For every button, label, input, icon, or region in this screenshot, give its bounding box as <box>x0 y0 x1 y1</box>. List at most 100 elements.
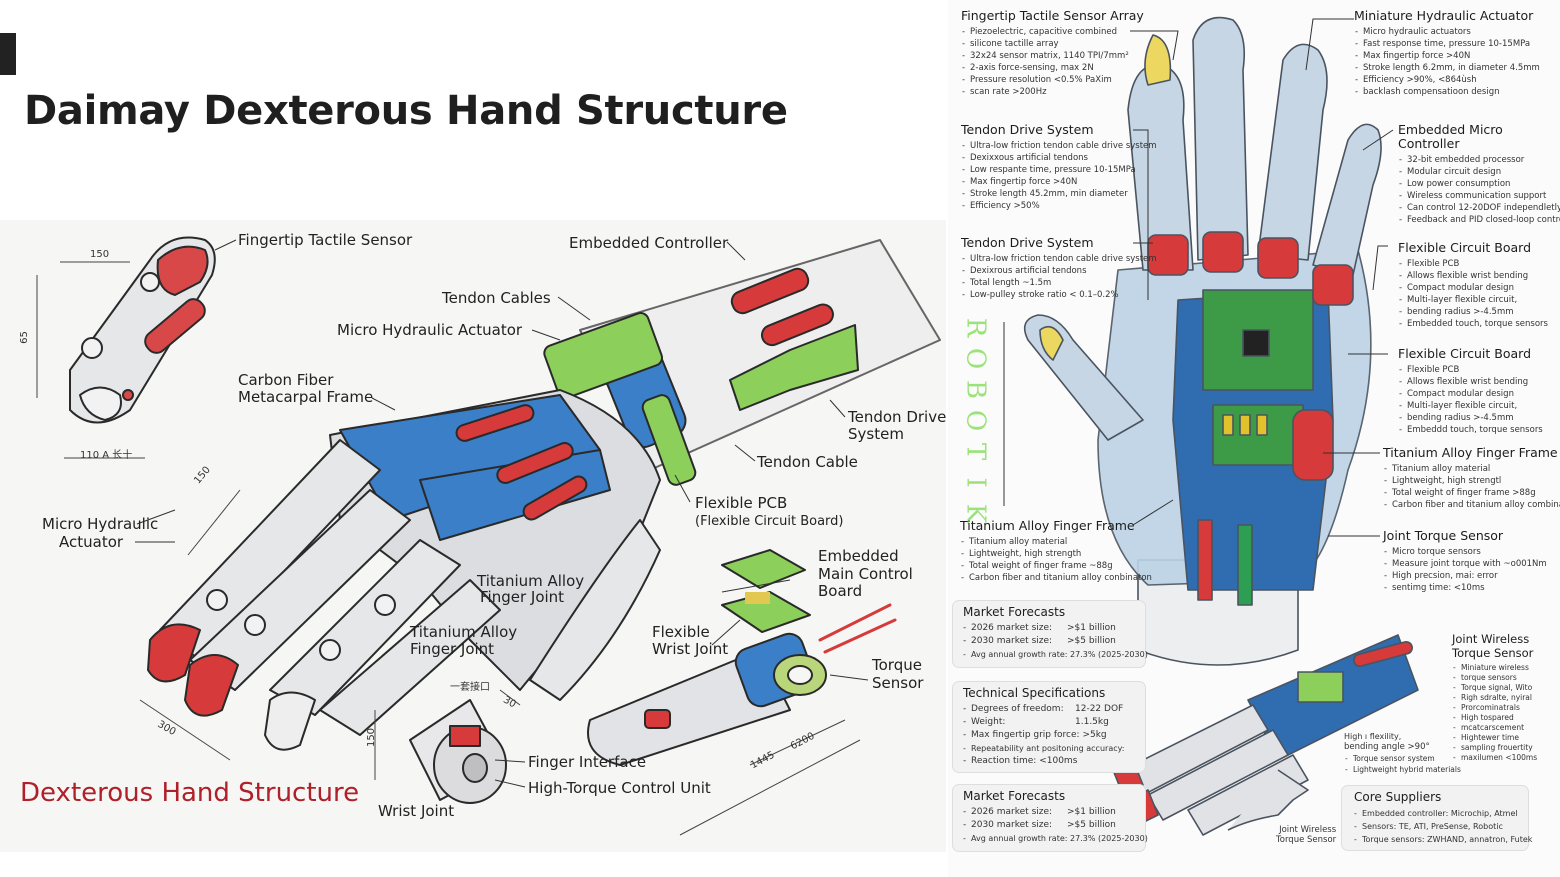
list-item: Total weight of finger frame >88g <box>1383 487 1560 499</box>
list-item: Low power consumption <box>1398 178 1560 190</box>
label-wrist-joint: Wrist Joint <box>378 802 455 820</box>
finger-detail <box>69 236 216 424</box>
kv-key: Repeatability ant positoning accuracy: <box>971 744 1125 753</box>
kv-row: Weight:1.1.5kg <box>963 716 1145 729</box>
kv-key: Avg annual growth rate: <box>971 834 1068 843</box>
kv-key: Torque sensors: <box>1362 835 1425 844</box>
section-title: Titanium Alloy Finger Frame <box>1383 445 1558 460</box>
callout-line: Torque Sensor <box>1276 835 1337 845</box>
kv-row: Degrees of freedom: 12-22 DOF <box>963 703 1145 716</box>
kv-row: Sensors: TE, ATI, PreSense, Robotic <box>1354 820 1528 833</box>
list-item: Torque signal, Wito <box>1452 683 1537 693</box>
label-micro-hydraulic-left-1: Micro Hydraulic <box>42 515 159 533</box>
label-carbon-fiber-2: Metacarpal Frame <box>238 388 374 406</box>
list-item: Feedback and PID closed-loop contro <box>1398 214 1560 226</box>
list-item: Ultra-low friction tendon cable drive sy… <box>961 140 1157 152</box>
list-item: 32x24 sensor matrix, 1140 TPI/7mm² <box>961 50 1144 62</box>
list-item: bending radius >-4.5mm <box>1398 412 1543 424</box>
label-carbon-fiber-1: Carbon Fiber <box>238 371 334 389</box>
section-titanium-frame-right: Titanium Alloy Finger Frame Titanium all… <box>1383 445 1560 512</box>
list-item: Allows flexible wrist bending <box>1398 376 1543 388</box>
robotik-letter: T <box>960 442 991 461</box>
robot-hand-xray-drawing <box>1003 16 1419 836</box>
callout-joint-wireless: Joint Wireless Torque Sensor <box>1276 825 1336 845</box>
kv-row: 2026 market size: >$1 billion <box>963 622 1145 635</box>
section-fingertip-array: Fingertip Tactile Sensor Array Piezoelec… <box>961 8 1144 99</box>
box-market-forecasts-1: Market Forecasts 2026 market size:>$1 bi… <box>952 600 1148 668</box>
section-flexible-circuit-board-2: Flexible Circuit Board Flexible PCB Allo… <box>1398 346 1543 437</box>
tendon-drive-board <box>729 324 859 411</box>
list-item: sentimg time: <10ms <box>1383 582 1547 594</box>
kv-value: >$1 billion <box>1067 623 1116 633</box>
kv-key: 2026 market size: <box>971 623 1053 633</box>
robotik-letter: O <box>960 409 991 432</box>
pcb-stack <box>721 549 811 633</box>
box-technical-specifications: Technical Specifications Degrees of free… <box>952 681 1146 773</box>
kv-row: Reaction time: <100ms <box>963 755 1145 768</box>
kv-value: 27.3% (2025-2030) <box>1070 834 1148 843</box>
label-tendon-drive-2: System <box>848 425 904 443</box>
list-item: Flexible PCB <box>1398 364 1543 376</box>
wrist-joint-cylinder <box>409 699 507 804</box>
section-title-line: Embedded Micro <box>1398 122 1503 137</box>
list-item: Stroke length 6.2mm, in diameter 4.5mm <box>1354 62 1540 74</box>
section-miniature-hydraulic: Miniature Hydraulic Actuator Micro hydra… <box>1354 9 1540 99</box>
label-micro-hydraulic-left-2: Actuator <box>59 533 124 551</box>
leader-lines <box>135 239 869 788</box>
list-item: Embedded touch, torque sensors <box>1398 318 1548 330</box>
list-item: High tospared <box>1452 713 1537 723</box>
kv-row: 2030 market size:>$5 billion <box>963 819 1145 832</box>
label-embedded-main-3: Board <box>818 582 863 600</box>
label-flexible-wrist-2: Wrist Joint <box>652 640 729 658</box>
right-infographic: R O B O T I K Fingertip Tactile Sensor A… <box>948 0 1560 877</box>
kv-key: 2030 market size: <box>971 820 1053 830</box>
section-title: Fingertip Tactile Sensor Array <box>961 8 1144 23</box>
kv-row: Embedded controller: Microchip, Atmel <box>1354 807 1528 820</box>
list-item: Dexixxous artificial tendons <box>961 152 1157 164</box>
list-item: Miniature wireless <box>1452 663 1537 673</box>
list-item: Max fingertip force >40N <box>1354 50 1540 62</box>
fingertip-sensor-grid <box>1144 34 1172 86</box>
section-flexible-circuit-board-1: Flexible Circuit Board Flexible PCB Allo… <box>1398 241 1548 331</box>
list-item: Righ sdralte, nyiral <box>1452 693 1537 703</box>
label-titanium-joint-2b: Finger Joint <box>410 640 495 658</box>
kv-value: >5kg <box>1082 730 1107 740</box>
note-line: bending angle >90° <box>1344 742 1430 752</box>
section-title-line: Controller <box>1398 136 1460 151</box>
section-title: Flexible Circuit Board <box>1398 346 1532 361</box>
list-item: Total length ~1.5m <box>961 277 1157 289</box>
list-item: Multi-layer flexible circuit, <box>1398 294 1548 306</box>
list-item: Micro torque sensors <box>1383 546 1547 558</box>
list-item: mcatcarscement <box>1452 723 1537 733</box>
label-torque-sensor-1: Torque <box>872 656 922 674</box>
kv-key: Weight: <box>971 717 1006 727</box>
list-item: 2-axis force-sensing, max 2N <box>961 62 1144 74</box>
box-title: Technical Specifications <box>963 686 1106 700</box>
dim-65: 65 <box>18 331 30 344</box>
footer-title: Dexterous Hand Structure <box>20 778 360 808</box>
finger-actuator <box>144 298 206 354</box>
kv-key: 2030 market size: <box>971 636 1053 646</box>
kv-row: Avg annual growth rate: 27.3% (2025-2030… <box>963 648 1148 661</box>
kv-row: Avg annual growth rate: 27.3% (2025-2030… <box>963 832 1148 845</box>
section-title-line: Torque Sensor <box>1452 646 1534 660</box>
list-item: Lightweight hybrid materials <box>1344 764 1461 775</box>
list-item: Stroke length 45.2mm, min diameter <box>961 188 1157 200</box>
label-tendon-cable: Tendon Cable <box>757 453 858 471</box>
label-titanium-joint-1b: Finger Joint <box>480 588 565 606</box>
kv-key: Degrees of freedom: <box>971 704 1064 714</box>
box-title: Market Forecasts <box>963 789 1066 803</box>
fingertip-red-2 <box>184 654 239 717</box>
fingertip-red-1 <box>147 623 201 683</box>
kv-value: 12-22 DOF <box>1075 704 1124 714</box>
kv-key: 2026 market size: <box>971 807 1053 817</box>
list-item: Total weight of finger frame ~88g <box>960 560 1152 572</box>
dim-150-wrist: 150 <box>366 727 378 748</box>
title-accent-bar <box>0 33 16 75</box>
list-item: Low-pulley stroke ratio < 0.1–0.2% <box>961 289 1157 301</box>
list-item: Measure joint torque with ~o001Nm <box>1383 558 1547 570</box>
box-title: Core Suppliers <box>1354 790 1442 804</box>
